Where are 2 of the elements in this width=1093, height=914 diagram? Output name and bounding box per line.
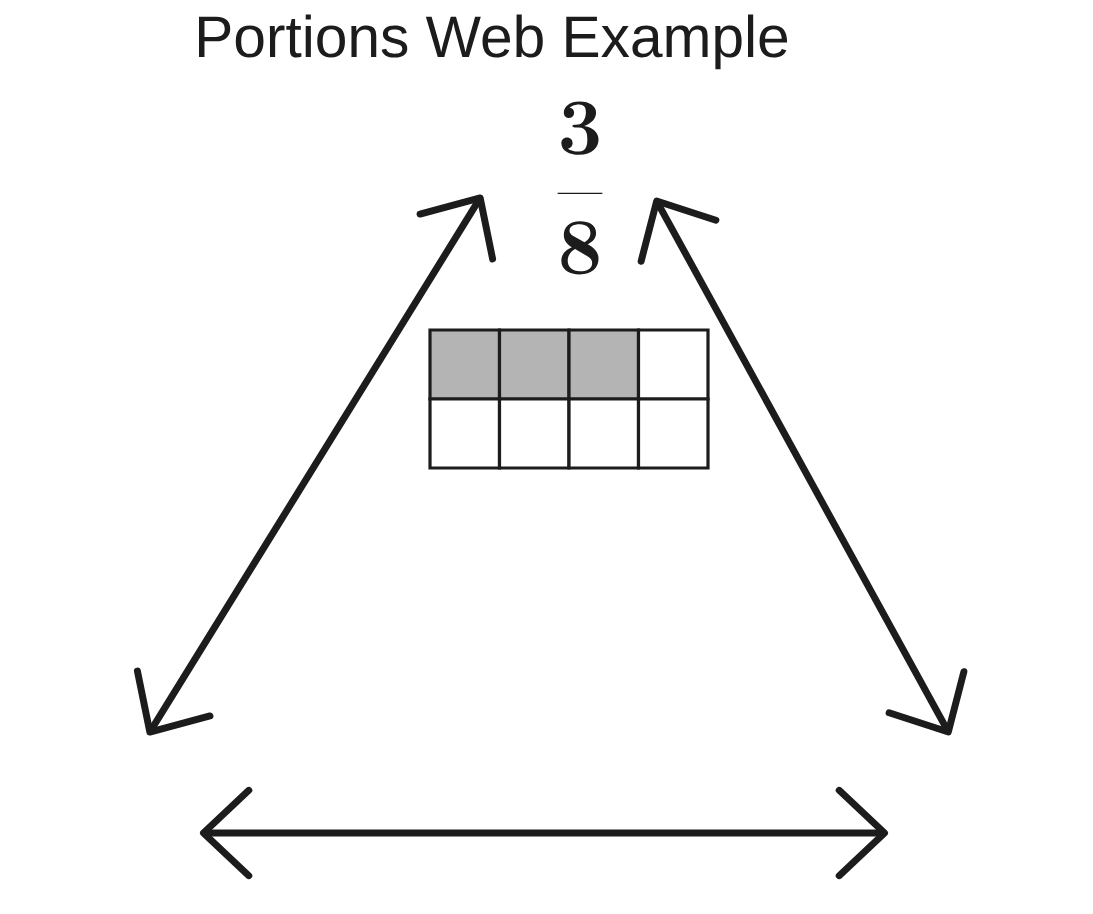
fraction: $\frac{3}{8}$ [557,101,603,275]
title: Portions Web Example [199,14,788,70]
